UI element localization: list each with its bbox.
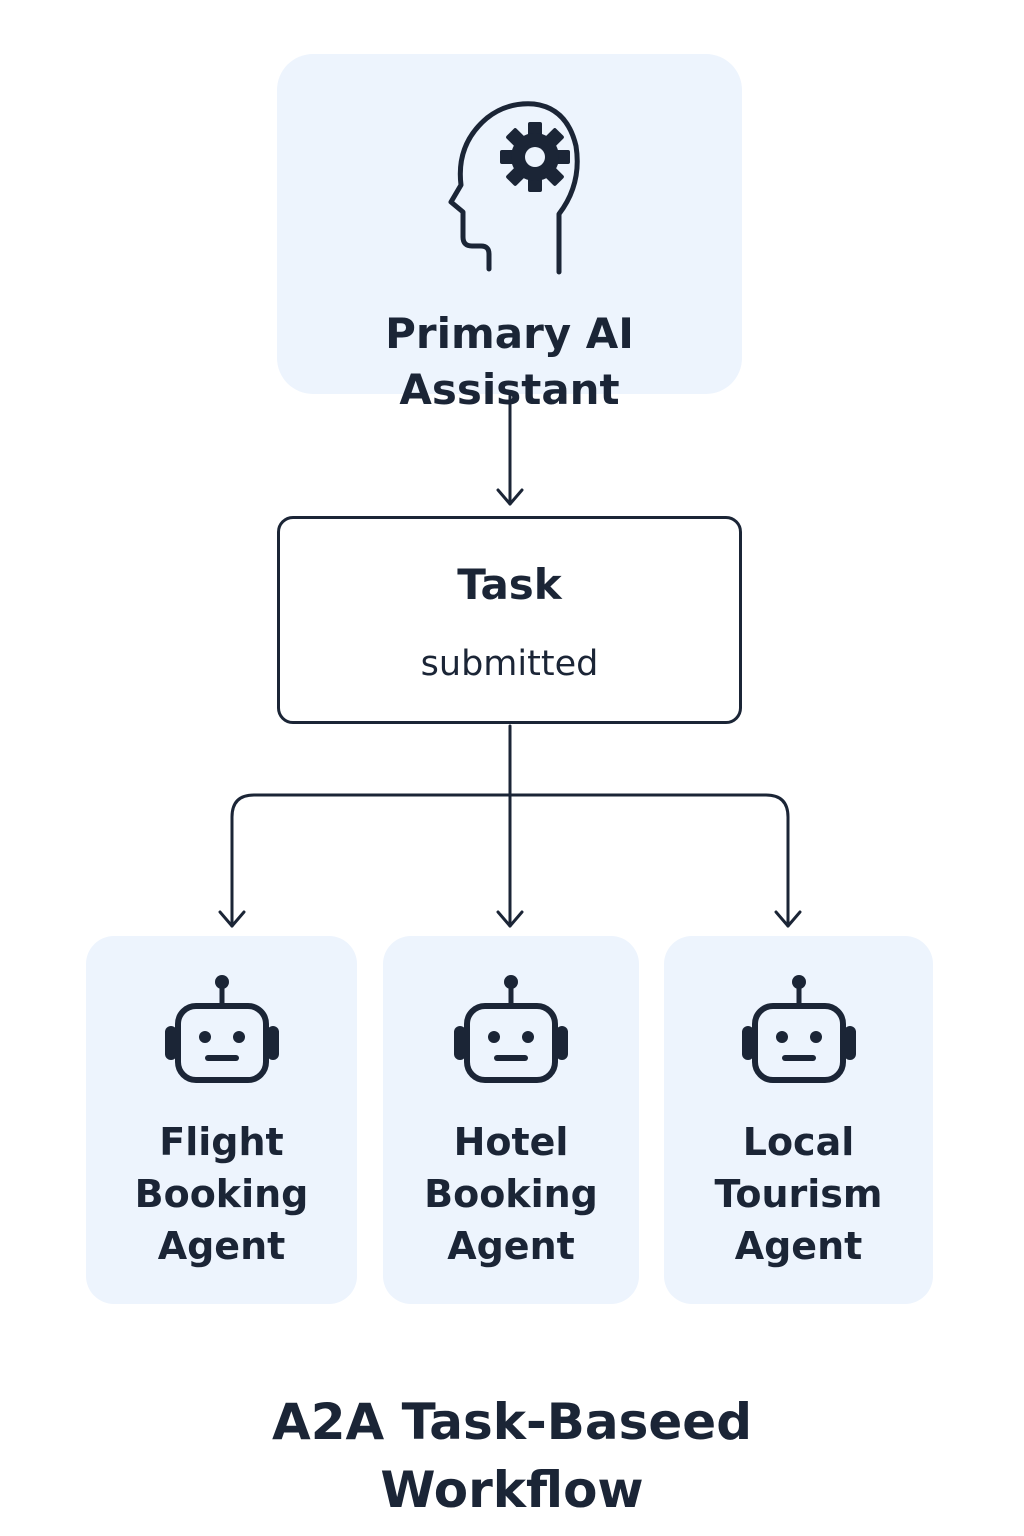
local-tourism-agent-node: Local Tourism Agent: [664, 936, 933, 1304]
primary-assistant-node: Primary AI Assistant: [277, 54, 742, 414]
head-gear-icon: [448, 101, 580, 275]
arrow-task-to-flight: [230, 793, 512, 928]
robot-icon: [165, 975, 279, 1083]
arrow-task-to-local: [508, 793, 790, 928]
flight-booking-agent-node: Flight Booking Agent: [86, 936, 357, 1304]
robot-icon: [454, 975, 568, 1083]
local-tourism-agent-label: Local Tourism Agent: [714, 1120, 883, 1268]
diagram-title: A2A Task-Baseed Workflow: [272, 1393, 752, 1519]
task-status: submitted: [420, 644, 599, 684]
flight-booking-agent-label: Flight Booking Agent: [134, 1120, 309, 1268]
robot-icon: [742, 975, 856, 1083]
arrowhead-task-to-hotel: [496, 910, 524, 928]
hotel-booking-agent-node: Hotel Booking Agent: [383, 936, 639, 1304]
task-title: Task: [457, 560, 562, 609]
primary-assistant-label: Primary AI Assistant: [385, 309, 634, 414]
task-node: Task submitted: [277, 516, 742, 724]
arrowhead-task-to-local: [774, 910, 802, 928]
hotel-booking-agent-label: Hotel Booking Agent: [424, 1120, 598, 1268]
arrowhead-task-to-flight: [218, 910, 246, 928]
arrowhead-primary-to-task: [496, 488, 524, 506]
